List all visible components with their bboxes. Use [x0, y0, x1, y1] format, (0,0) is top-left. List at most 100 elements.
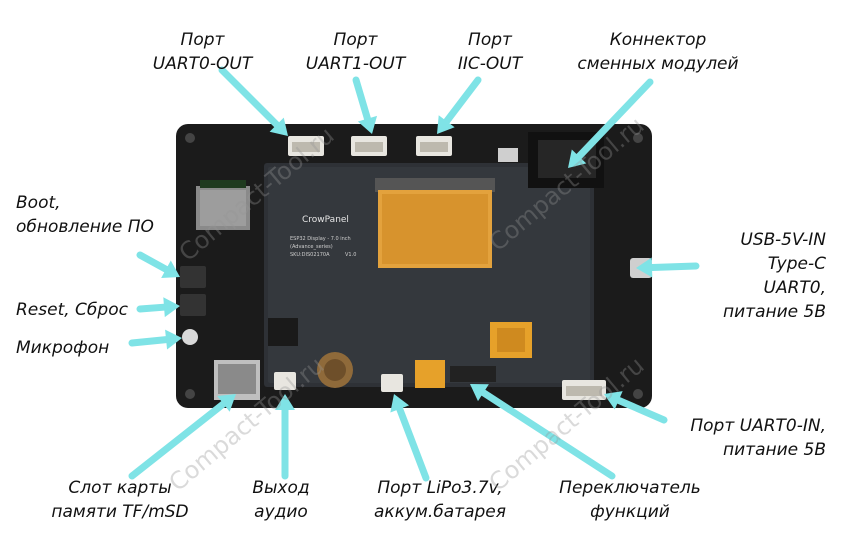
arrow-boot-head [161, 260, 180, 279]
arrow-iic-out-shaft [443, 76, 482, 125]
arrow-func-switch [470, 384, 616, 480]
uart0-in-connector-slot [566, 386, 602, 396]
audio-connector [274, 372, 296, 390]
label-uart0-out: Порт UART0-OUT [135, 28, 270, 76]
uart0-out-connector-slot [292, 142, 320, 152]
esp32-antenna [200, 180, 246, 188]
label-line: Порт [333, 30, 378, 50]
label-line: аккум.батарея [374, 502, 506, 522]
label-line: Микрофон [16, 338, 110, 358]
arrow-uart0-in [604, 391, 668, 424]
arrow-boot-shaft [136, 251, 170, 273]
label-line: Boot, [16, 193, 61, 213]
arrow-boot [136, 251, 180, 279]
arrow-usb-in [636, 257, 700, 278]
arrow-audio-out-head [275, 394, 295, 410]
microphone-element [182, 329, 198, 345]
label-line: Порт [180, 30, 225, 50]
label-line: Reset, Сброс [16, 300, 128, 320]
arrow-func-switch-head [470, 384, 489, 402]
arrow-iic-out [437, 76, 482, 134]
label-line: UART0-OUT [152, 54, 253, 74]
iic-out-connector-slot [420, 142, 448, 152]
arrow-uart1-out-head [357, 115, 378, 134]
arrow-uart0-out [218, 66, 288, 136]
label-line: Коннектор [609, 30, 707, 50]
board-series: (Advance_series) [290, 244, 333, 250]
label-line: Слот карты [68, 478, 172, 498]
uart1-out-connector-slot [355, 142, 383, 152]
arrow-lipo [390, 394, 430, 482]
label-func-switch: Переключатель функций [540, 476, 720, 524]
boot-button [180, 266, 206, 288]
label-line: Переключатель [559, 478, 701, 498]
touch-chip-core [497, 328, 525, 352]
label-line: IIC-OUT [457, 54, 523, 74]
arrow-reset-shaft [136, 303, 168, 313]
label-line: обновление ПО [16, 217, 154, 237]
label-line: USB-5V-IN [740, 230, 826, 250]
arrow-module-connector [568, 78, 654, 168]
arrow-uart0-in-head [604, 391, 623, 410]
label-module-connector: Коннектор сменных модулей [568, 28, 748, 76]
audio-chip [268, 318, 298, 346]
arrow-usb-in-shaft [648, 262, 700, 271]
label-microphone: Микрофон [16, 336, 109, 360]
lipo-connector [381, 374, 403, 392]
arrow-sd-slot-head [217, 394, 236, 412]
arrow-microphone-shaft [128, 336, 170, 347]
callout-arrows [128, 66, 700, 482]
arrow-uart0-out-head [269, 117, 288, 136]
label-line: UART0, [763, 278, 827, 298]
label-usb-in: USB-5V-IN Type-C UART0, питание 5В [660, 228, 826, 324]
arrow-uart0-in-shaft [615, 396, 668, 424]
arrow-lipo-head [390, 394, 410, 413]
label-line: питание 5В [723, 440, 826, 460]
label-line: питание 5В [723, 302, 826, 322]
label-line: аудио [254, 502, 308, 522]
reset-button [180, 294, 206, 316]
label-uart1-out: Порт UART1-OUT [288, 28, 423, 76]
label-line: Type-C [767, 254, 826, 274]
arrow-uart1-out-shaft [352, 76, 371, 123]
board-sku: SKU:DIS02170A [290, 252, 330, 258]
mount-hole [185, 133, 195, 143]
board-model: ESP32 Display - 7.0 inch [290, 236, 351, 242]
arrow-iic-out-head [437, 115, 455, 134]
label-audio-out: Выход аудио [236, 476, 326, 524]
label-sd-slot: Слот карты памяти TF/mSD [30, 476, 210, 524]
arrow-usb-in-head [636, 257, 653, 278]
small-connector [498, 148, 518, 162]
arrow-module-connector-shaft [575, 78, 654, 160]
label-lipo: Порт LiPo3.7v, аккум.батарея [350, 476, 530, 524]
board-version: V1.0 [345, 252, 356, 258]
label-line: памяти TF/mSD [51, 502, 189, 522]
arrow-microphone-head [165, 329, 182, 350]
label-line: функций [590, 502, 670, 522]
power-chip [415, 360, 445, 388]
mount-hole [185, 389, 195, 399]
arrow-microphone [128, 329, 182, 350]
rtc-battery-center [324, 359, 346, 381]
arrow-reset [136, 297, 180, 318]
label-line: Порт UART0-IN, [690, 416, 826, 436]
fpc-ribbon-shade [382, 194, 488, 264]
esp32-shield [200, 190, 246, 226]
sd-card-slot-opening [218, 364, 256, 394]
label-line: UART1-OUT [305, 54, 406, 74]
label-line: Порт [468, 30, 512, 50]
function-switch [450, 366, 496, 382]
mount-hole [633, 389, 643, 399]
arrow-lipo-shaft [396, 405, 430, 482]
arrow-audio-out [275, 394, 295, 480]
board-brand: CrowPanel [302, 215, 349, 225]
label-reset: Reset, Сброс [16, 298, 128, 322]
arrow-sd-slot [128, 394, 236, 480]
label-line: сменных модулей [577, 54, 739, 74]
arrow-uart0-out-shaft [218, 66, 281, 129]
arrow-reset-head [163, 297, 180, 318]
mount-hole [633, 133, 643, 143]
arrow-module-connector-head [568, 149, 587, 168]
